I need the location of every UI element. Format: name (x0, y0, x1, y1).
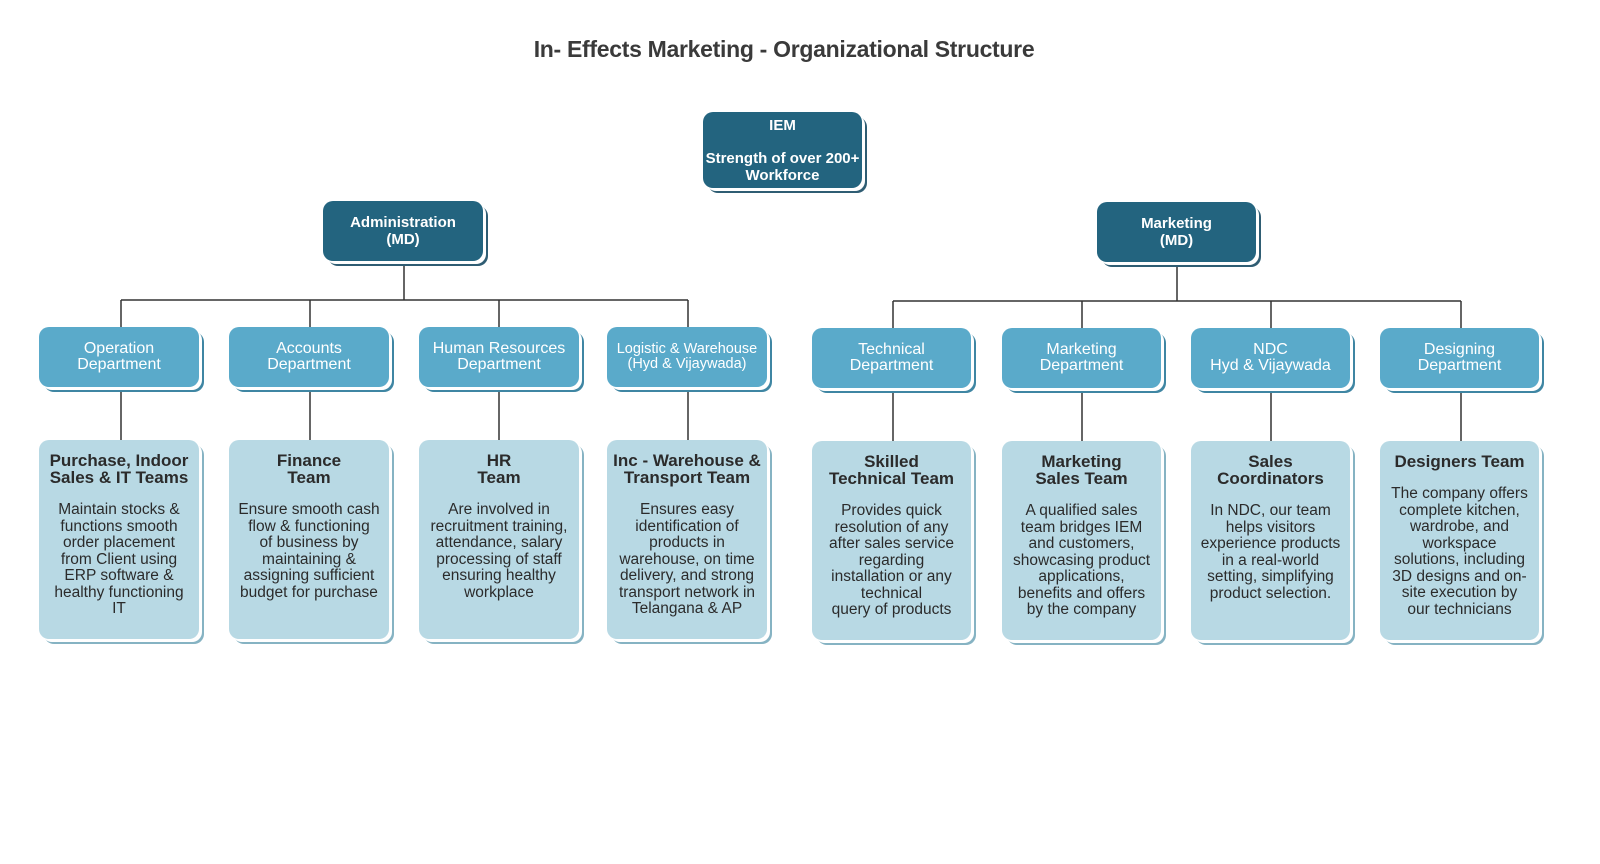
team-hr: HR Team Are involved in recruitment trai… (419, 440, 579, 639)
department-technical: Technical Department (812, 328, 971, 388)
department-marketing: Marketing Department (1002, 328, 1161, 388)
team-title: Inc - Warehouse & Transport Team (613, 451, 761, 487)
department-label: NDC Hyd & Vijaywada (1210, 341, 1331, 374)
department-label: Operation Department (77, 340, 161, 373)
team-description: In NDC, our team helps visitors experien… (1200, 502, 1341, 602)
team-description: The company offers complete kitchen, war… (1391, 485, 1528, 618)
team-title: Sales Coordinators (1217, 452, 1324, 488)
team-sales-coordinators: Sales Coordinators In NDC, our team help… (1191, 441, 1350, 640)
team-purchase-indoor-sales-it: Purchase, Indoor Sales & IT Teams Mainta… (39, 440, 199, 639)
team-title: Marketing Sales Team (1035, 452, 1128, 488)
department-human-resources: Human Resources Department (419, 327, 579, 387)
department-logistic-warehouse: Logistic & Warehouse (Hyd & Vijaywada) (607, 327, 767, 387)
chart-title: In- Effects Marketing - Organizational S… (533, 36, 1035, 62)
team-title: Purchase, Indoor Sales & IT Teams (49, 451, 189, 487)
department-label: Marketing Department (1039, 341, 1124, 374)
division-marketing: Marketing (MD) (1097, 202, 1256, 262)
department-label: Technical Department (849, 341, 934, 374)
team-title: Finance Team (276, 451, 342, 487)
department-label: Designing Department (1417, 341, 1502, 374)
department-designing: Designing Department (1380, 328, 1539, 388)
team-title: Skilled Technical Team (828, 452, 955, 488)
team-description: Ensure smooth cash flow & functioning of… (238, 501, 380, 601)
department-label: Human Resources Department (432, 340, 566, 373)
team-warehouse-transport: Inc - Warehouse & Transport Team Ensures… (607, 440, 767, 639)
team-title: Designers Team (1394, 452, 1525, 471)
department-label: Accounts Department (267, 340, 351, 373)
team-description: A qualified sales team bridges IEM and c… (1013, 502, 1150, 618)
team-description: Provides quick resolution of any after s… (829, 502, 954, 618)
department-ndc: NDC Hyd & Vijaywada (1191, 328, 1350, 388)
root-description: Strength of over 200+ Workforce (705, 149, 860, 184)
division-administration: Administration (MD) (323, 201, 483, 261)
department-label: Logistic & Warehouse (Hyd & Vijaywada) (616, 341, 758, 372)
team-designers: Designers Team The company offers comple… (1380, 441, 1539, 640)
root-node-iem: IEM Strength of over 200+ Workforce (703, 112, 862, 188)
department-operation: Operation Department (39, 327, 199, 387)
division-label: Administration (MD) (350, 214, 456, 248)
team-finance: Finance Team Ensure smooth cash flow & f… (229, 440, 389, 639)
team-description: Ensures easy identification of products … (618, 501, 756, 617)
root-name: IEM (769, 116, 796, 134)
team-title: HR Team (477, 451, 521, 487)
team-marketing-sales: Marketing Sales Team A qualified sales t… (1002, 441, 1161, 640)
team-description: Are involved in recruitment training, at… (430, 501, 568, 601)
team-skilled-technical: Skilled Technical Team Provides quick re… (812, 441, 971, 640)
department-accounts: Accounts Department (229, 327, 389, 387)
team-description: Maintain stocks & functions smooth order… (54, 501, 184, 617)
division-label: Marketing (MD) (1141, 215, 1212, 249)
